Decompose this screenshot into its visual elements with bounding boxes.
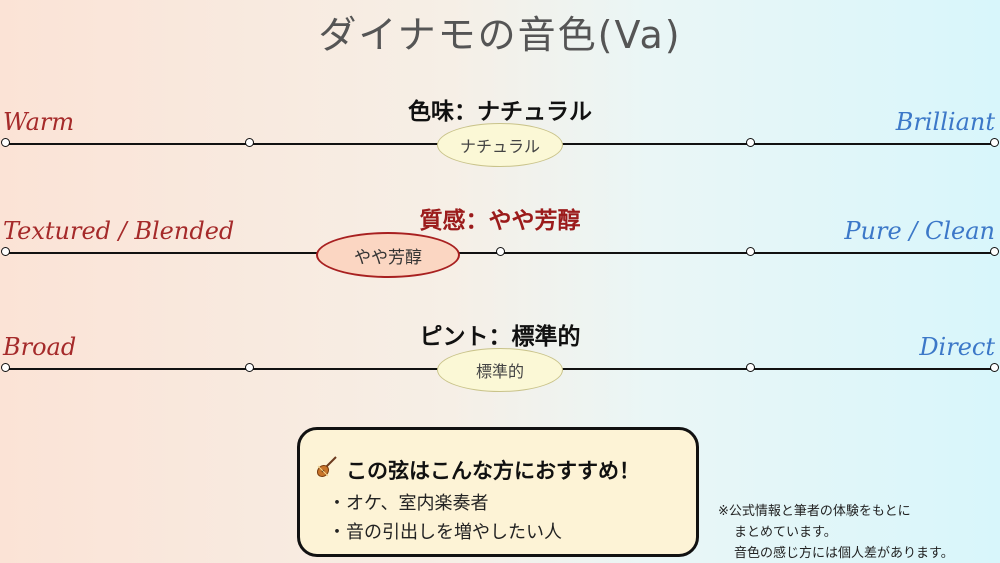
- scale-dot: [1, 138, 10, 147]
- scale-left-label: Textured / Blended: [3, 217, 235, 245]
- scale-dot: [746, 363, 755, 372]
- scale-left-label: Warm: [3, 108, 75, 136]
- page-title: ダイナモの音色(Va): [318, 13, 682, 57]
- scale-dot: [990, 138, 999, 147]
- recommendation-box: この弦はこんな方におすすめ！ ・オケ、室内楽奏者 ・音の引出しを増やしたい人: [297, 427, 699, 557]
- scale-right-label: Pure / Clean: [844, 217, 995, 245]
- scale-value-badge: 標準的: [437, 348, 563, 392]
- scale-texture: 質感：やや芳醇 Textured / Blended Pure / Clean …: [0, 201, 1000, 281]
- scale-right-label: Brilliant: [895, 108, 995, 136]
- scale-heading: 色味：ナチュラル: [408, 99, 592, 125]
- scale-dot: [245, 363, 254, 372]
- recommendation-item: ・オケ、室内楽奏者: [328, 493, 489, 514]
- footnote-line: 音色の感じ方には個人差があります。: [734, 546, 954, 561]
- scale-value-badge: やや芳醇: [316, 232, 460, 278]
- scale-value-badge: ナチュラル: [437, 123, 563, 167]
- scale-color: 色味：ナチュラル Warm Brilliant ナチュラル: [0, 92, 1000, 172]
- scale-dot: [1, 247, 10, 256]
- scale-dot: [990, 247, 999, 256]
- scale-heading: 質感：やや芳醇: [419, 208, 581, 234]
- scale-dot: [496, 247, 505, 256]
- footnote-line: まとめています。: [734, 525, 837, 540]
- recommendation-title: この弦はこんな方におすすめ！: [346, 458, 640, 483]
- violin-icon: [314, 454, 340, 485]
- scale-heading: ピント：標準的: [419, 324, 581, 350]
- scale-right-label: Direct: [919, 333, 995, 361]
- scale-dot: [245, 138, 254, 147]
- scale-focus: ピント：標準的 Broad Direct 標準的: [0, 317, 1000, 397]
- scale-left-label: Broad: [3, 333, 77, 361]
- recommendation-item: ・音の引出しを増やしたい人: [328, 522, 562, 543]
- scale-dot: [990, 363, 999, 372]
- footnote-line: ※公式情報と筆者の体験をもとに: [718, 504, 911, 519]
- scale-dot: [746, 138, 755, 147]
- scale-dot: [746, 247, 755, 256]
- scale-dot: [1, 363, 10, 372]
- recommendation-title-row: この弦はこんな方におすすめ！: [314, 454, 640, 485]
